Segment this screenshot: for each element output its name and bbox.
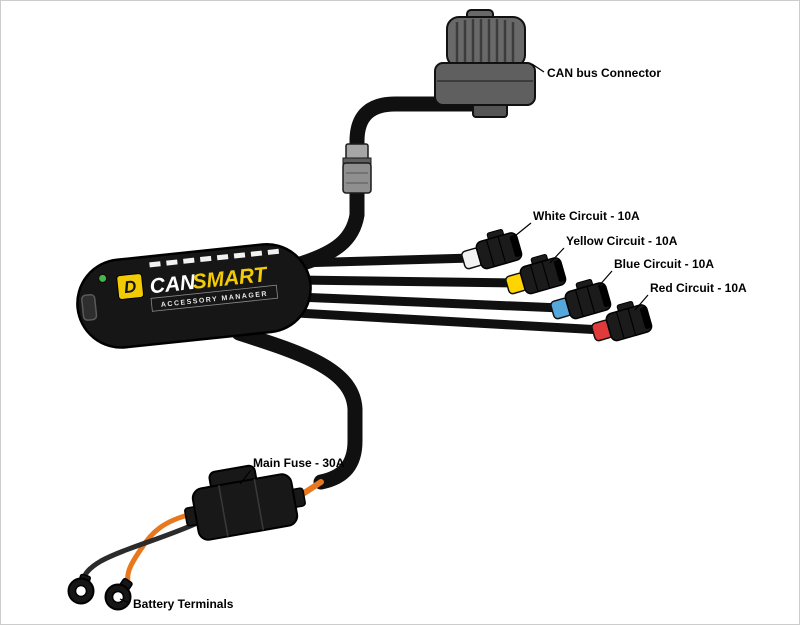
main-fuse-holder <box>184 464 306 541</box>
red-circuit-connector <box>591 300 653 342</box>
can-connector-ribs <box>455 19 515 65</box>
callout-white-circuit: White Circuit - 10A <box>509 209 640 241</box>
status-led-icon <box>98 273 108 283</box>
connector-end <box>509 234 522 257</box>
device-body <box>76 243 312 349</box>
denali-logo-icon <box>116 273 145 300</box>
can-bus-label: CAN bus Connector <box>547 66 661 80</box>
white-circuit-connector <box>461 228 523 270</box>
battery-terminals-label: Battery Terminals <box>133 597 234 611</box>
leader-line <box>239 469 252 485</box>
connector-ribs <box>615 308 637 339</box>
battery-terminal-left <box>67 573 95 605</box>
connector-end <box>553 259 566 282</box>
red-circuit-wire <box>292 308 607 335</box>
main-fuse-label: Main Fuse - 30A <box>253 456 345 470</box>
can-connector-base <box>434 62 536 106</box>
can-bus-connector <box>434 9 536 118</box>
fuse-seams <box>218 478 265 537</box>
inline-connector <box>342 143 372 194</box>
white-circuit-label: White Circuit - 10A <box>533 209 640 223</box>
leader-line <box>634 294 649 311</box>
callout-main-fuse: Main Fuse - 30A <box>239 456 345 485</box>
denali-logo-letter: D <box>123 277 137 297</box>
usb-port <box>80 293 98 321</box>
leader-line <box>509 222 532 241</box>
main-power-cable <box>231 325 363 490</box>
connector-ribs <box>529 261 551 292</box>
vent-dashes <box>149 248 280 268</box>
ring-terminal-hole <box>74 584 88 598</box>
leader-line <box>549 247 565 264</box>
fuse-body <box>191 473 299 541</box>
ring-terminal-hole <box>111 590 125 604</box>
inline-connector-ribs <box>346 172 368 184</box>
red-circuit-label: Red Circuit - 10A <box>650 281 747 295</box>
callouts: CAN bus Connector White Circuit - 10A Ye… <box>119 63 747 611</box>
can-bus-cable <box>289 96 491 273</box>
callout-battery-terminals: Battery Terminals <box>119 597 234 611</box>
connector-ribs <box>485 236 507 267</box>
subtitle-frame <box>150 284 279 312</box>
white-circuit-wire <box>292 253 477 268</box>
connector-ribs <box>574 286 596 317</box>
inline-connector-bottom <box>342 162 372 194</box>
battery-wire-orange <box>125 511 195 585</box>
yellow-circuit-label: Yellow Circuit - 10A <box>566 234 678 248</box>
leader-line <box>597 270 613 288</box>
leader-line <box>531 63 545 73</box>
blue-circuit-connector <box>550 278 612 320</box>
device-name-can: CAN <box>149 271 197 299</box>
blue-circuit-label: Blue Circuit - 10A <box>614 257 714 271</box>
callout-yellow-circuit: Yellow Circuit - 10A <box>549 234 678 264</box>
cansmart-device: D CAN SMART ACCESSORY MANAGER <box>76 243 312 349</box>
battery-terminal-right <box>104 577 133 611</box>
battery-wire-black <box>81 521 198 584</box>
blue-circuit-wire <box>292 292 566 313</box>
connector-end <box>598 284 611 307</box>
connector-end <box>639 306 652 329</box>
callout-can-bus: CAN bus Connector <box>531 63 661 80</box>
callout-red-circuit: Red Circuit - 10A <box>634 281 747 311</box>
yellow-circuit-wire <box>292 275 521 288</box>
leader-line <box>119 598 131 604</box>
yellow-circuit-connector <box>505 253 567 295</box>
callout-blue-circuit: Blue Circuit - 10A <box>597 257 714 288</box>
